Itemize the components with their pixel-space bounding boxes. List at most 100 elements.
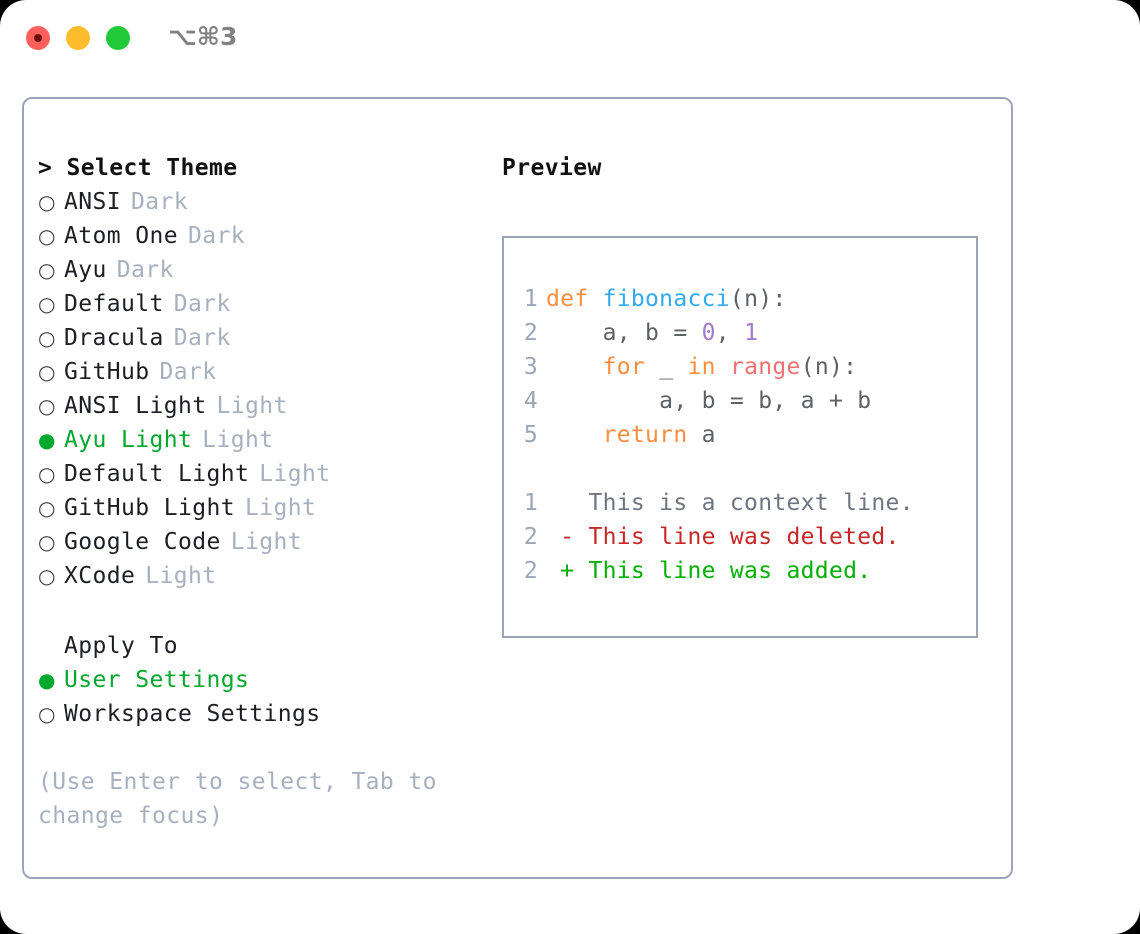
- code-token: _: [645, 354, 688, 380]
- radio-unselected-icon: ○: [38, 326, 56, 350]
- radio-unselected-icon: ○: [38, 190, 56, 214]
- radio-selected-icon: ●: [38, 428, 56, 452]
- code-token: (n):: [729, 286, 787, 312]
- diff-line-del: 2 - This line was deleted.: [520, 520, 914, 554]
- apply-to-option-0[interactable]: ● User Settings: [38, 663, 468, 697]
- line-number: 3: [523, 354, 538, 380]
- theme-option-label: GitHub: [64, 359, 150, 385]
- radio-unselected-icon: ○: [38, 462, 56, 486]
- theme-option-1[interactable]: ○ Atom One Dark: [38, 219, 468, 253]
- code-token: a: [687, 422, 716, 448]
- code-token: 1: [744, 320, 759, 346]
- code-token: in: [687, 354, 716, 380]
- code-token: (n):: [800, 354, 858, 380]
- diff-line-ctx: 1 This is a context line.: [520, 486, 914, 520]
- theme-option-8[interactable]: ○ Default Light Light: [38, 457, 468, 491]
- theme-option-6[interactable]: ○ ANSI Light Light: [38, 389, 468, 423]
- code-line: 1 def fibonacci(n):: [520, 282, 914, 316]
- code-diff-separator: [520, 452, 914, 486]
- diff-line-text: - This line was deleted.: [546, 524, 900, 550]
- minimize-button[interactable]: [66, 26, 90, 50]
- theme-option-10[interactable]: ○ Google Code Light: [38, 525, 468, 559]
- theme-option-label: Ayu: [64, 257, 107, 283]
- code-token: a, b =: [546, 320, 702, 346]
- theme-variant-tag: Light: [216, 393, 288, 419]
- apply-to-option-label: Workspace Settings: [64, 701, 321, 727]
- window-controls: [26, 26, 130, 50]
- theme-option-label: Default: [64, 291, 164, 317]
- diff-line-text: This is a context line.: [546, 490, 914, 516]
- apply-to-option-1[interactable]: ○ Workspace Settings: [38, 697, 468, 731]
- line-number: 5: [523, 422, 538, 448]
- theme-option-label: GitHub Light: [64, 495, 235, 521]
- code-token: ,: [715, 320, 745, 346]
- list-spacer: [38, 593, 468, 629]
- theme-variant-tag: Light: [259, 461, 331, 487]
- apply-to-heading-label: Apply To: [64, 633, 178, 659]
- line-number: 2: [523, 524, 538, 550]
- theme-variant-tag: Light: [202, 427, 274, 453]
- line-number: 2: [523, 320, 538, 346]
- code-token: a, b = b, a + b: [546, 388, 872, 414]
- theme-option-5[interactable]: ○ GitHub Dark: [38, 355, 468, 389]
- code-line: 5 return a: [520, 418, 914, 452]
- theme-option-2[interactable]: ○ Ayu Dark: [38, 253, 468, 287]
- theme-variant-tag: Light: [230, 529, 302, 555]
- apply-to-option-label: User Settings: [64, 667, 250, 693]
- hint-spacer: [38, 731, 468, 765]
- radio-unselected-icon: ○: [38, 702, 56, 726]
- theme-option-label: ANSI Light: [64, 393, 207, 419]
- theme-variant-tag: Dark: [131, 189, 188, 215]
- theme-variant-tag: Dark: [173, 325, 231, 351]
- maximize-button[interactable]: [106, 26, 130, 50]
- diff-line-add: 2 + This line was added.: [520, 554, 914, 588]
- theme-variant-tag: Dark: [173, 291, 231, 317]
- radio-unselected-icon: ○: [38, 224, 56, 248]
- radio-unselected-icon: ○: [38, 394, 56, 418]
- code-token: [546, 422, 603, 448]
- code-line: 4 a, b = b, a + b: [520, 384, 914, 418]
- theme-option-label: Google Code: [64, 529, 221, 555]
- code-token: [716, 354, 730, 380]
- theme-variant-tag: Light: [145, 563, 217, 589]
- radio-selected-icon: ●: [38, 668, 56, 692]
- code-line: 2 a, b = 0, 1: [520, 316, 914, 350]
- radio-unselected-icon: ○: [38, 360, 56, 384]
- theme-option-label: Default Light: [64, 461, 250, 487]
- theme-option-label: Atom One: [64, 223, 178, 249]
- theme-option-7[interactable]: ● Ayu Light Light: [38, 423, 468, 457]
- code-line: 3 for _ in range(n):: [520, 350, 914, 384]
- line-number: 4: [523, 388, 538, 414]
- radio-unselected-icon: ○: [38, 530, 56, 554]
- radio-unselected-icon: ○: [38, 258, 56, 282]
- code-token: def: [546, 286, 603, 312]
- code-token: fibonacci: [602, 286, 730, 312]
- preview-heading: Preview: [502, 155, 602, 181]
- apply-to-list[interactable]: ● User Settings ○ Workspace Settings: [38, 663, 468, 731]
- line-number: 1: [523, 286, 538, 312]
- code-token: return: [602, 422, 688, 448]
- theme-variant-tag: Dark: [159, 359, 217, 385]
- apply-to-heading-marker: [38, 629, 64, 663]
- close-button[interactable]: [26, 26, 50, 50]
- theme-variant-tag: Dark: [116, 257, 174, 283]
- theme-option-label: Dracula: [64, 325, 164, 351]
- theme-variant-tag: Light: [244, 495, 317, 521]
- theme-variant-tag: Dark: [187, 223, 245, 249]
- select-theme-heading: > Select Theme: [38, 155, 238, 181]
- title-bar: ⌥⌘3: [0, 0, 1140, 78]
- diff-line-text: + This line was added.: [546, 558, 872, 584]
- theme-option-4[interactable]: ○ Dracula Dark: [38, 321, 468, 355]
- code-token: for: [602, 354, 646, 380]
- code-token: [546, 354, 603, 380]
- theme-option-label: Ayu Light: [64, 427, 193, 453]
